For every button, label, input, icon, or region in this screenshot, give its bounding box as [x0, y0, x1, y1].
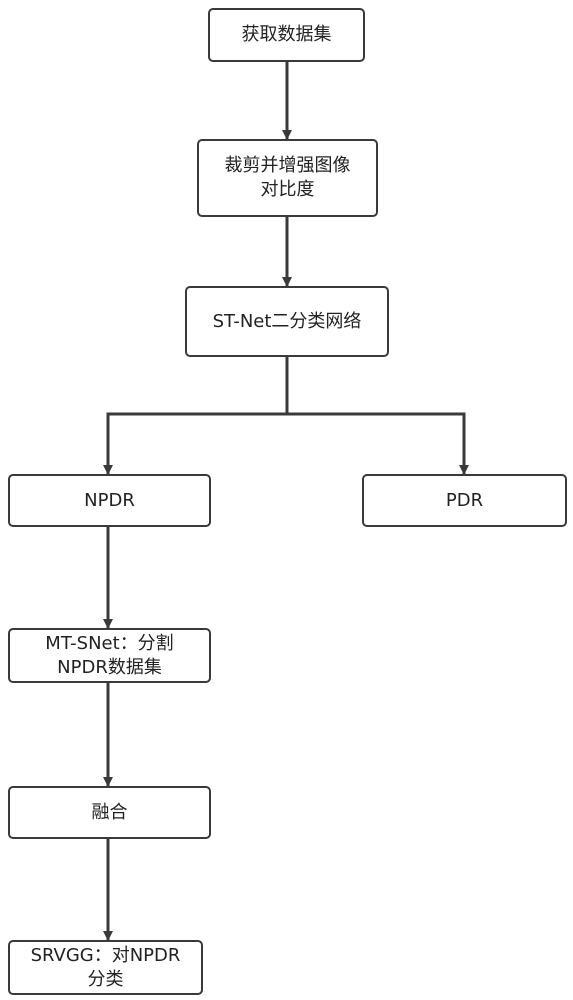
node-fusion: 融合 [8, 786, 211, 839]
node-pdr-label: PDR [445, 489, 484, 511]
arrow-st-net-to-npdr [103, 357, 289, 475]
node-pdr: PDR [362, 474, 567, 527]
node-fusion-label: 融合 [91, 801, 128, 823]
node-crop-enhance-label-line1: 裁剪并增强图像 [224, 155, 351, 176]
node-st-net-label: ST-Net二分类网络 [212, 310, 362, 332]
node-srvgg-label-line1: SRVGG：对NPDR [30, 944, 181, 966]
node-mt-snet: MT-SNet：分割 NPDR数据集 [8, 628, 211, 683]
node-crop-enhance-label-line2: 对比度 [260, 179, 315, 200]
node-get-dataset-label: 获取数据集 [241, 24, 332, 45]
arrow-st-net-to-pdr [287, 412, 469, 475]
node-srvgg: SRVGG：对NPDR 分类 [8, 940, 203, 995]
node-crop-enhance: 裁剪并增强图像 对比度 [197, 139, 378, 217]
node-mt-snet-label-line2: NPDR数据集 [57, 656, 162, 678]
node-get-dataset: 获取数据集 [208, 8, 365, 62]
node-srvgg-label-line2: 分类 [87, 968, 124, 990]
node-st-net: ST-Net二分类网络 [185, 286, 389, 357]
node-npdr-label: NPDR [84, 489, 135, 511]
node-mt-snet-label-line1: MT-SNet：分割 [45, 632, 174, 654]
node-npdr: NPDR [8, 474, 211, 527]
